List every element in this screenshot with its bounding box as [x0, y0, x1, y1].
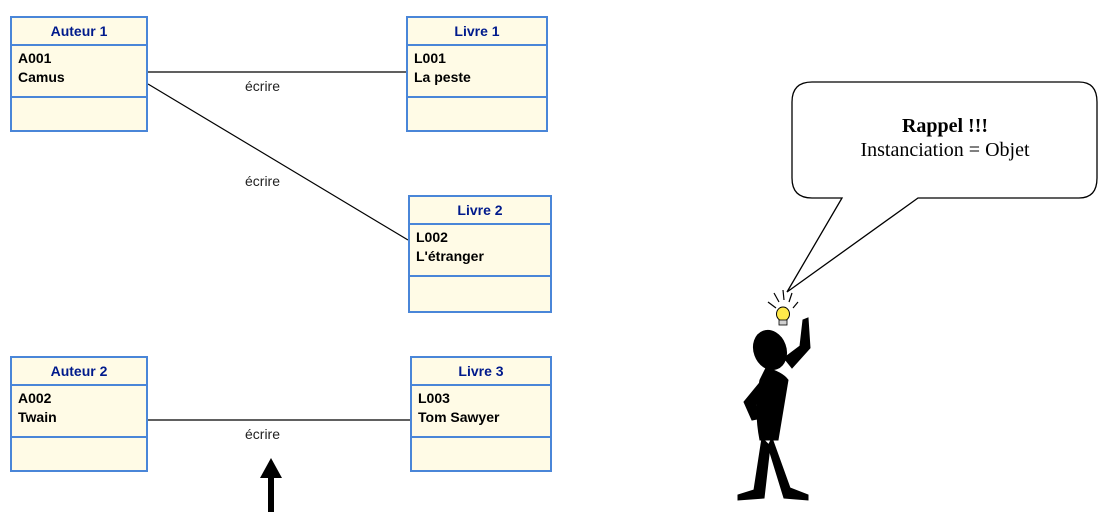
class-title: Livre 1	[408, 18, 546, 46]
callout-text: Rappel !!! Instanciation = Objet	[800, 114, 1090, 162]
class-name: La peste	[414, 69, 471, 85]
assoc-label-a2-l3: écrire	[245, 426, 281, 442]
class-name: L'étranger	[416, 248, 484, 264]
class-box-auteur-1[interactable]: Auteur 1 A001 Camus	[10, 16, 148, 132]
speech-bubble	[786, 81, 1098, 293]
up-arrow-icon	[260, 458, 282, 512]
class-attributes: A001 Camus	[12, 46, 146, 98]
class-attributes: L003 Tom Sawyer	[412, 386, 550, 438]
class-name: Tom Sawyer	[418, 409, 500, 425]
assoc-line-a1-l2	[147, 83, 409, 241]
class-title: Auteur 2	[12, 358, 146, 386]
class-attributes: L001 La peste	[408, 46, 546, 98]
class-code: L002	[416, 229, 448, 245]
thinking-stick-figure-icon	[737, 317, 811, 501]
assoc-label-a1-l2: écrire	[245, 173, 281, 189]
class-box-livre-3[interactable]: Livre 3 L003 Tom Sawyer	[410, 356, 552, 472]
class-title: Livre 3	[412, 358, 550, 386]
class-box-auteur-2[interactable]: Auteur 2 A002 Twain	[10, 356, 148, 472]
class-code: A001	[18, 50, 52, 66]
class-title: Livre 2	[410, 197, 550, 225]
class-attributes: A002 Twain	[12, 386, 146, 438]
callout-title: Rappel !!!	[901, 115, 989, 137]
class-name: Twain	[18, 409, 57, 425]
class-box-livre-2[interactable]: Livre 2 L002 L'étranger	[408, 195, 552, 313]
class-attributes: L002 L'étranger	[410, 225, 550, 277]
class-code: A002	[18, 390, 52, 406]
assoc-label-a1-l1: écrire	[245, 78, 281, 94]
callout-body: Instanciation = Objet	[860, 139, 1030, 161]
class-code: L003	[418, 390, 450, 406]
class-name: Camus	[18, 69, 65, 85]
class-title: Auteur 1	[12, 18, 146, 46]
lightbulb-icon	[767, 289, 799, 326]
class-code: L001	[414, 50, 446, 66]
class-box-livre-1[interactable]: Livre 1 L001 La peste	[406, 16, 548, 132]
